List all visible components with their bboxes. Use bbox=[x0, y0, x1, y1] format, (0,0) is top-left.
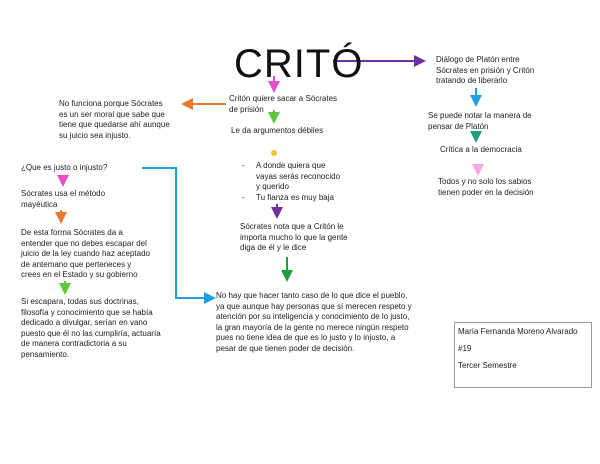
yellow-connector-dot bbox=[271, 150, 277, 156]
razones-list: A donde quiera que vayas serás reconocid… bbox=[242, 161, 362, 203]
author-box: María Fernanda Moreno Alvarado #19 Terce… bbox=[454, 322, 592, 388]
node-escapara: Si escapara, todas sus doctrinas, filoso… bbox=[21, 297, 161, 359]
node-no-funciona: No funciona porque Sócrates es un ser mo… bbox=[59, 99, 170, 140]
node-argumentos: Le da argumentos débiles bbox=[231, 126, 324, 135]
node-dialogo: Diálogo de Platón entre Sócrates en pris… bbox=[436, 55, 535, 85]
node-respuesta: No hay que hacer tanto caso de lo que di… bbox=[216, 291, 412, 353]
node-socrates-nota: Sócrates nota que a Critón le importa mu… bbox=[240, 222, 348, 252]
node-forma: De esta forma Sócrates da a entender que… bbox=[21, 228, 150, 279]
arrow-justo-to-respuesta bbox=[142, 167, 216, 304]
page-title: CRITÓ bbox=[234, 42, 364, 86]
node-criton-quiere: Critón quiere sacar a Sócrates de prisió… bbox=[229, 94, 338, 114]
node-metodo: Sócrates usa el método mayéutica bbox=[21, 189, 106, 209]
author-number: #19 bbox=[458, 344, 472, 353]
author-semester: Tercer Semestre bbox=[458, 361, 517, 370]
razon-item-2: Tu fianza es muy baja bbox=[242, 193, 362, 204]
author-name: María Fernanda Moreno Alvarado bbox=[458, 327, 578, 336]
node-que-es-justo: ¿Que es justo o injusto? bbox=[21, 163, 108, 172]
node-critica: Crítica a la democracia bbox=[440, 145, 522, 154]
node-notar: Se puede notar la manera de pensar de Pl… bbox=[428, 111, 532, 131]
razon-item-1: A donde quiera que vayas serás reconocid… bbox=[242, 161, 362, 193]
node-todos: Todos y no solo los sabios tienen poder … bbox=[438, 177, 534, 197]
